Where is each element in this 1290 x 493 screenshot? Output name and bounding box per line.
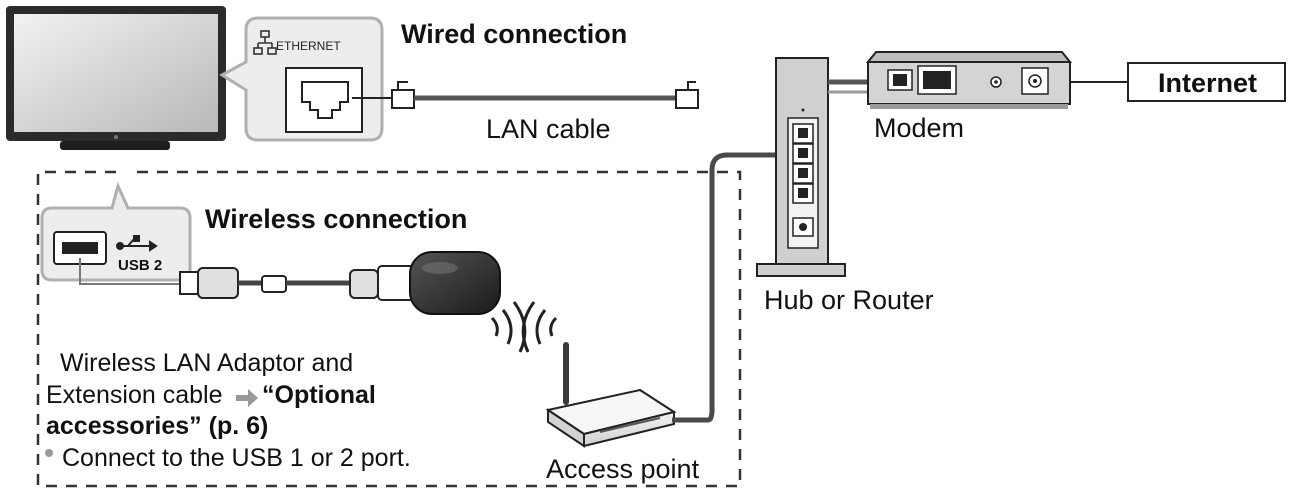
wireless-connection-heading: Wireless connection: [205, 204, 468, 234]
lan-cable-label: LAN cable: [486, 114, 611, 144]
access-point-to-hub-cable: [672, 152, 778, 423]
usb-symbol-icon: [116, 235, 158, 252]
adaptor-note-line-1: Wireless LAN Adaptor and: [60, 349, 354, 377]
ethernet-port-icon: [301, 81, 349, 119]
modem-label: Modem: [874, 113, 965, 143]
hub-to-modem-cable: [828, 79, 868, 94]
access-point-icon: [545, 342, 677, 448]
modem-icon: [865, 51, 1073, 109]
wireless-lan-adaptor-icon: [409, 251, 501, 315]
hub-router-icon: [756, 57, 846, 277]
ethernet-port-callout: [219, 16, 384, 142]
bullet-dot: [45, 449, 53, 457]
usb-port-icon: [62, 242, 98, 254]
usb-port-label: USB 2: [118, 257, 163, 274]
usb-extension-cable: [79, 258, 415, 301]
network-icon: [253, 30, 277, 55]
lan-plug-left-icon: [391, 89, 415, 109]
usb-port-callout: [40, 181, 192, 282]
tv-icon: [6, 6, 226, 150]
lan-cable: [352, 81, 699, 109]
adaptor-note-line-3: accessories” (p. 6): [46, 412, 269, 440]
wired-connection-heading: Wired connection: [401, 19, 628, 49]
ethernet-port-label: ETHERNET: [276, 39, 341, 53]
wifi-signal-icon: [490, 301, 558, 353]
arrow-right-icon: [236, 389, 258, 407]
lan-plug-right-icon: [675, 89, 699, 109]
adaptor-note-plain: Extension cable: [46, 381, 223, 409]
internet-label: Internet: [1158, 68, 1258, 98]
optional-accessories-link: “Optional: [262, 381, 376, 409]
adaptor-note-line-2: Extension cable: [46, 380, 223, 410]
hub-router-label: Hub or Router: [764, 285, 934, 315]
internet-box: [1127, 62, 1286, 102]
usb-port-bullet: Connect to the USB 1 or 2 port.: [62, 444, 411, 472]
access-point-label: Access point: [546, 454, 700, 484]
wireless-region: [36, 170, 742, 488]
